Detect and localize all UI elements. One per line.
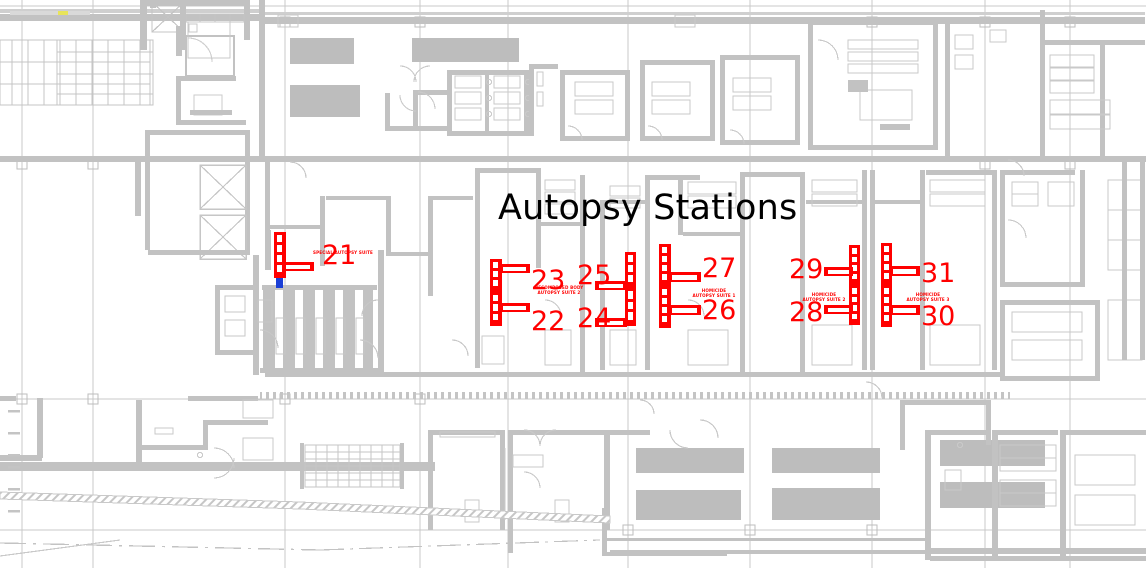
station-marker-slot	[884, 264, 889, 270]
station-marker-slot	[852, 288, 857, 294]
station-number-30: 30	[921, 301, 956, 332]
equipment-blocks-top	[290, 38, 519, 117]
core-center-top	[135, 0, 265, 216]
station-marker-slot	[662, 265, 668, 271]
autopsy-table-inner	[672, 307, 697, 313]
core-elevators-topleft	[140, 0, 250, 260]
louver-strip	[260, 392, 1010, 399]
station-marker-slot	[884, 315, 889, 321]
station-number-27: 27	[702, 253, 737, 284]
lower-left-area	[0, 396, 435, 489]
station-marker-slot	[628, 312, 633, 320]
stair-lower-left	[304, 444, 401, 488]
property-line	[0, 542, 321, 551]
station-marker-slot	[493, 271, 499, 277]
autopsy-table-inner	[286, 264, 310, 269]
restrooms-cluster	[385, 64, 558, 136]
station-marker-slot	[852, 256, 857, 262]
station-marker-slot	[884, 288, 889, 294]
ramp-diagonal	[0, 491, 611, 557]
door-swings	[289, 159, 1025, 449]
room-label-suite-21: SPECIAL AUTOPSY SUITE	[313, 250, 373, 255]
station-marker-slot	[662, 274, 668, 280]
station-marker-slot	[884, 297, 889, 303]
station-marker-slot	[852, 305, 857, 311]
autopsy-table-inner	[893, 268, 916, 274]
station-marker-slot	[884, 246, 889, 252]
blue-marker	[276, 278, 283, 288]
autopsy-table-inner	[893, 307, 916, 313]
station-marker-slot	[884, 306, 889, 312]
station-number-26: 26	[702, 295, 737, 326]
station-marker-slot	[628, 255, 633, 262]
page-title: Autopsy Stations	[498, 188, 798, 228]
station-marker-slot	[662, 316, 668, 322]
station-marker-slot	[662, 247, 668, 253]
property-line-right	[319, 539, 601, 551]
station-number-21: 21	[322, 240, 357, 271]
autopsy-table-inner	[503, 305, 526, 310]
station-marker-slot	[662, 298, 668, 304]
exterior-wall-top	[0, 9, 1145, 28]
station-marker-slot	[277, 245, 283, 252]
autopsy-table-inner	[599, 283, 623, 288]
station-marker-slot	[852, 313, 857, 319]
station-marker-slot	[884, 273, 889, 279]
shelving-rack-topleft	[0, 39, 154, 106]
cooler-racks	[215, 250, 384, 375]
station-marker-slot	[493, 262, 499, 268]
station-marker-slot	[628, 275, 633, 282]
station-marker-slot	[493, 313, 499, 320]
station-marker-slot	[662, 289, 668, 295]
station-marker-slot	[662, 307, 668, 313]
station-marker-slot	[852, 265, 857, 271]
station-marker-slot	[628, 301, 633, 310]
station-number-29: 29	[789, 254, 824, 285]
station-marker-slot	[628, 291, 633, 299]
suite-fixtures	[481, 179, 986, 366]
right-vertical-strips	[1122, 160, 1145, 360]
autopsy-table-inner	[599, 320, 623, 325]
station-marker-slot	[277, 235, 283, 242]
station-marker-slot	[852, 296, 857, 302]
autopsy-table-inner	[828, 307, 849, 312]
station-marker-slot	[493, 295, 499, 302]
rooms-farright-top	[945, 10, 1145, 160]
station-number-25: 25	[577, 260, 612, 291]
left-tick-ruler	[8, 410, 20, 513]
station-number-22: 22	[531, 306, 566, 337]
station-marker-slot	[662, 256, 668, 262]
station-marker-slot	[628, 265, 633, 272]
station-marker-slot	[493, 280, 499, 286]
station-marker-slot	[884, 255, 889, 261]
lower-rails	[610, 538, 1146, 554]
station-marker-slot	[493, 304, 499, 311]
station-number-28: 28	[789, 297, 824, 328]
station-marker-slot	[277, 265, 283, 272]
corridor-walls-main	[0, 156, 1146, 162]
autopsy-table-inner	[503, 266, 526, 271]
station-marker-slot	[852, 273, 857, 279]
station-marker-slot	[852, 248, 857, 254]
station-marker-slot	[277, 255, 283, 262]
station-number-24: 24	[577, 303, 612, 334]
station-number-23: 23	[531, 265, 566, 296]
autopsy-table-inner	[828, 269, 849, 274]
rooms-topright	[560, 20, 938, 150]
autopsy-table-inner	[672, 274, 697, 280]
station-number-31: 31	[921, 258, 956, 289]
